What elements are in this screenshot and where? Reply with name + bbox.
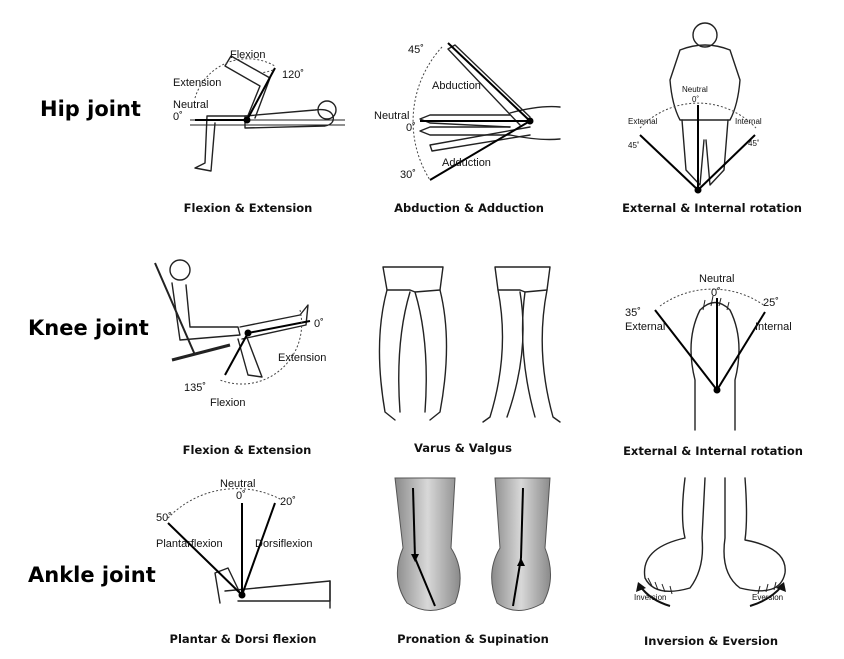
- knee-rotation-left-angle: 35˚: [625, 307, 641, 319]
- ankle-flexion-panel: Neutral 0˚ 20˚ 50˚ Plantarflexion Dorsif…: [150, 473, 340, 618]
- hip-rotation-left-angle: 45˚: [628, 141, 640, 150]
- hip-rotation-external-label: External: [628, 117, 658, 126]
- hip-joint-title: Hip joint: [40, 97, 141, 121]
- knee-varus-caption: Varus & Valgus: [413, 441, 513, 455]
- ankle-plantar-angle: 50˚: [156, 512, 172, 524]
- knee-varus-panel: [365, 262, 575, 427]
- ankle-pronation-panel: [385, 477, 555, 618]
- ankle-inversion-figure: Inversion Eversion: [634, 477, 786, 607]
- ankle-neutral-label: Neutral: [220, 478, 255, 490]
- hip-abduction-panel: 45˚ Abduction Neutral 0˚ Adduction 30˚: [370, 35, 561, 185]
- knee-zero-label: 0˚: [314, 318, 324, 330]
- hip-adduction-angle: 30˚: [400, 169, 416, 181]
- knee-varus-figure: [378, 266, 561, 423]
- hip-zero-label: 0˚: [173, 111, 183, 123]
- ankle-zero-label: 0˚: [236, 490, 246, 502]
- hip-neutral-label: Neutral: [173, 99, 208, 111]
- knee-rotation-panel: Neutral 0˚ 35˚ 25˚ External Internal: [615, 270, 800, 431]
- knee-rotation-caption: External & Internal rotation: [623, 444, 803, 458]
- knee-rotation-zero-label: 0˚: [711, 287, 721, 299]
- ankle-dorsi-angle: 20˚: [280, 496, 296, 508]
- hip-abduction-top-angle: 45˚: [408, 44, 424, 56]
- knee-flexion-label: Flexion: [210, 397, 245, 409]
- hip-abduction-zero-label: 0˚: [406, 122, 416, 134]
- knee-flexion-caption: Flexion & Extension: [182, 443, 312, 457]
- knee-rotation-internal-label: Internal: [755, 321, 792, 333]
- hip-abduction-label: Abduction: [432, 80, 481, 92]
- knee-rotation-external-label: External: [625, 321, 665, 333]
- hip-abduction-figure: 45˚ Abduction Neutral 0˚ Adduction 30˚: [374, 42, 561, 181]
- hip-extension-label: Extension: [173, 77, 221, 89]
- hip-rotation-zero-label: 0˚: [692, 95, 699, 104]
- ankle-plantar-label: Plantarflexion: [156, 538, 223, 550]
- knee-rotation-neutral-label: Neutral: [699, 273, 734, 285]
- knee-flexion-figure: 0˚ Extension 135˚ Flexion: [154, 259, 326, 409]
- ankle-eversion-label: Eversion: [752, 593, 783, 602]
- hip-adduction-label: Adduction: [442, 157, 491, 169]
- hip-flexion-label: Flexion: [230, 49, 265, 61]
- ankle-dorsi-label: Dorsiflexion: [255, 538, 312, 550]
- ankle-flexion-figure: Neutral 0˚ 20˚ 50˚ Plantarflexion Dorsif…: [156, 478, 331, 609]
- ankle-joint-title: Ankle joint: [28, 563, 156, 587]
- hip-rotation-caption: External & Internal rotation: [622, 201, 802, 215]
- hip-flexion-caption: Flexion & Extension: [183, 201, 313, 215]
- knee-joint-title: Knee joint: [28, 316, 149, 340]
- hip-flexion-angle: 120˚: [282, 69, 304, 81]
- hip-rotation-panel: Neutral 0˚ External Internal 45˚ 45˚: [620, 20, 785, 195]
- hip-rotation-figure: Neutral 0˚ External Internal 45˚ 45˚: [628, 22, 762, 194]
- knee-flexion-panel: 0˚ Extension 135˚ Flexion: [150, 255, 340, 415]
- ankle-pronation-figure: [394, 477, 551, 611]
- hip-rotation-neutral-label: Neutral: [682, 85, 708, 94]
- ankle-inversion-label: Inversion: [634, 593, 666, 602]
- hip-rotation-right-angle: 45˚: [748, 139, 760, 148]
- hip-flexion-figure: Flexion Extension Neutral 0˚ 120˚: [173, 49, 345, 172]
- ankle-pronation-caption: Pronation & Supination: [397, 632, 549, 646]
- knee-extension-label: Extension: [278, 352, 326, 364]
- knee-flexion-angle: 135˚: [184, 382, 206, 394]
- hip-abduction-caption: Abduction & Adduction: [394, 201, 544, 215]
- ankle-inversion-panel: Inversion Eversion: [630, 477, 795, 618]
- ankle-flexion-caption: Plantar & Dorsi flexion: [169, 632, 317, 646]
- hip-rotation-internal-label: Internal: [735, 117, 762, 126]
- knee-rotation-figure: Neutral 0˚ 35˚ 25˚ External Internal: [625, 273, 792, 431]
- hip-abduction-neutral-label: Neutral: [374, 110, 409, 122]
- hip-flexion-panel: Flexion Extension Neutral 0˚ 120˚: [165, 38, 355, 188]
- knee-rotation-right-angle: 25˚: [763, 297, 779, 309]
- ankle-inversion-caption: Inversion & Eversion: [643, 634, 779, 648]
